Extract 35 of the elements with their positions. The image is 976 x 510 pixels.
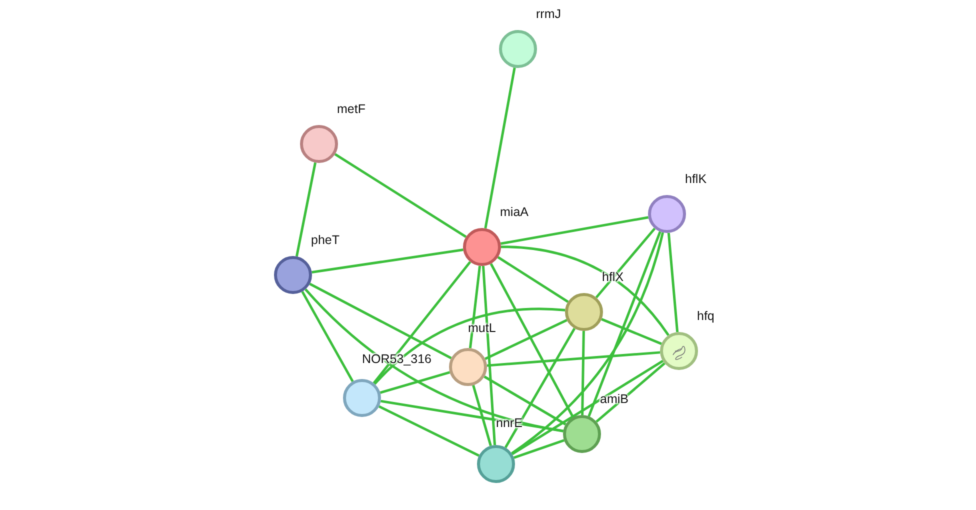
- association-line: [504, 328, 576, 448]
- association-line: [500, 216, 649, 245]
- association-line: [512, 360, 664, 456]
- association-line: [581, 330, 585, 416]
- node-label: pheT: [311, 233, 340, 247]
- association-line: [334, 153, 467, 238]
- node-label: rrmJ: [536, 7, 561, 21]
- association-line: [511, 232, 664, 454]
- node-label: miaA: [500, 205, 528, 219]
- association-line: [514, 439, 564, 459]
- association-line: [484, 319, 568, 360]
- association-line: [601, 318, 662, 345]
- association-line: [484, 376, 566, 426]
- association-line: [484, 67, 516, 229]
- association-line: [486, 351, 660, 367]
- association-line: [301, 290, 354, 382]
- association-line: [380, 371, 450, 394]
- association-line: [309, 282, 452, 360]
- association-line: [380, 400, 564, 432]
- node-label: hflK: [685, 172, 707, 186]
- association-line: [372, 261, 472, 384]
- association-line: [595, 228, 656, 298]
- association-line: [588, 231, 662, 417]
- association-line: [472, 384, 492, 446]
- node-label: metF: [337, 102, 366, 116]
- association-line: [500, 246, 670, 336]
- association-line: [490, 263, 574, 418]
- association-line: [312, 248, 464, 274]
- association-line: [482, 266, 496, 446]
- association-line: [295, 162, 317, 257]
- association-line: [497, 256, 569, 303]
- node-label: hfq: [697, 309, 714, 323]
- association-line: [667, 232, 679, 332]
- association-line: [374, 308, 566, 385]
- association-line: [378, 405, 480, 457]
